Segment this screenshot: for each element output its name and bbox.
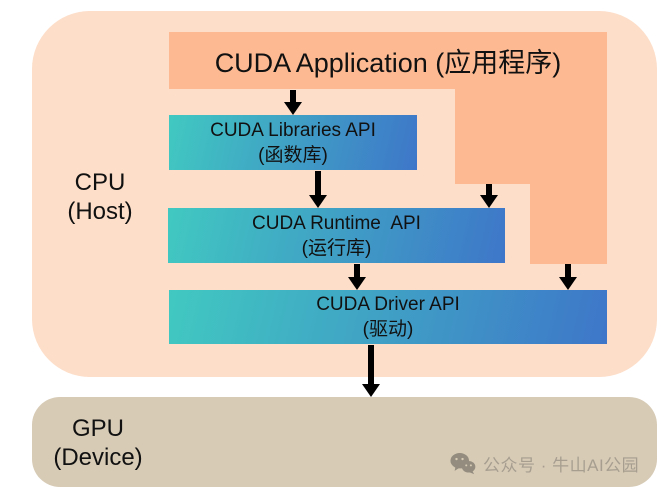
arrow-shaft <box>565 264 571 277</box>
cuda-runtime-api-subtitle: (运行库) <box>301 237 372 259</box>
cuda-runtime-api-box: CUDA Runtime API (运行库) <box>168 208 505 263</box>
watermark: 公众号 · 牛山AI公园 <box>450 450 639 476</box>
arrow-head-icon <box>284 102 302 115</box>
gpu-device-container <box>32 397 657 487</box>
arrow-head-icon <box>559 277 577 290</box>
cpu-label-line2: (Host) <box>67 198 133 225</box>
cpu-label-line1: CPU <box>74 169 126 196</box>
cuda-libraries-api-subtitle: (函数库) <box>258 144 328 166</box>
application-extension-upper <box>455 88 607 184</box>
arrow-head-icon <box>348 277 366 290</box>
watermark-text: 公众号 · 牛山AI公园 <box>483 455 640 475</box>
arrow-shaft <box>486 184 492 195</box>
arrow-head-icon <box>362 384 380 397</box>
gpu-label-line2: (Device) <box>53 444 143 471</box>
gpu-label-line1: GPU <box>71 415 124 442</box>
arrow-driver-to-gpu <box>362 345 380 397</box>
gpu-device-label: GPU (Device) <box>48 414 148 472</box>
cuda-driver-api-box: CUDA Driver API (驱动) <box>169 290 607 344</box>
arrow-head-icon <box>480 195 498 208</box>
arrow-libraries-to-runtime <box>309 171 327 208</box>
arrow-application-to-libraries <box>284 90 302 115</box>
arrow-runtime-to-driver <box>348 264 366 290</box>
arrow-application-to-runtime <box>480 184 498 208</box>
arrow-shaft <box>368 345 374 384</box>
cuda-libraries-api-box: CUDA Libraries API (函数库) <box>169 115 417 170</box>
cuda-runtime-api-title: CUDA Runtime API <box>252 212 421 234</box>
application-extension-lower <box>530 184 607 264</box>
arrow-shaft <box>290 90 296 102</box>
cuda-application-box: CUDA Application (应用程序) <box>169 32 607 89</box>
cuda-driver-api-subtitle: (驱动) <box>362 319 414 340</box>
cpu-host-label: CPU (Host) <box>50 168 150 226</box>
arrow-head-icon <box>309 195 327 208</box>
cuda-driver-api-title: CUDA Driver API <box>316 294 460 315</box>
cuda-libraries-api-title: CUDA Libraries API <box>210 119 376 141</box>
arrow-shaft <box>315 171 321 195</box>
arrow-application-to-driver <box>559 264 577 290</box>
wechat-icon <box>450 452 476 475</box>
arrow-shaft <box>354 264 360 277</box>
cuda-application-label: CUDA Application (应用程序) <box>214 48 562 78</box>
